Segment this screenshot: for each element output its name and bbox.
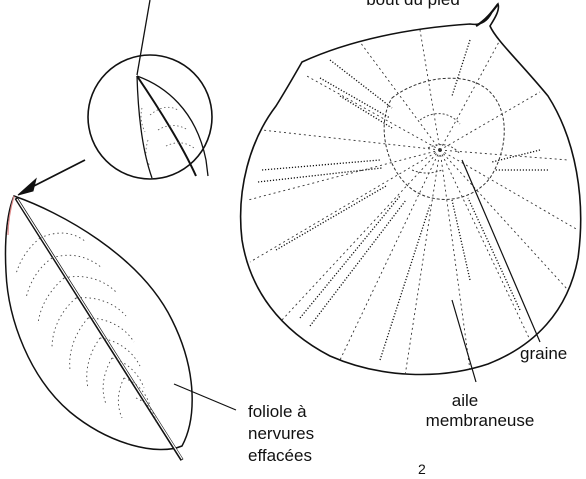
leaflet	[5, 196, 236, 460]
figure-number: 2	[418, 459, 426, 479]
label-graine: graine	[520, 344, 567, 364]
label-foliole-line2: nervures	[248, 424, 314, 444]
detail-magnifier	[18, 0, 212, 195]
label-foliole-line3: effacées	[248, 446, 312, 466]
label-aile: aile	[395, 391, 535, 411]
label-membraneuse: membraneuse	[395, 411, 565, 431]
winged-seed	[241, 4, 581, 382]
magnifier-circle	[88, 55, 212, 179]
leaflet-outline	[5, 196, 192, 450]
magnifier-arrowhead	[18, 179, 36, 195]
label-foliole-line1: foliole à	[248, 402, 307, 422]
label-bout-du-pied: bout du pied	[338, 0, 488, 10]
